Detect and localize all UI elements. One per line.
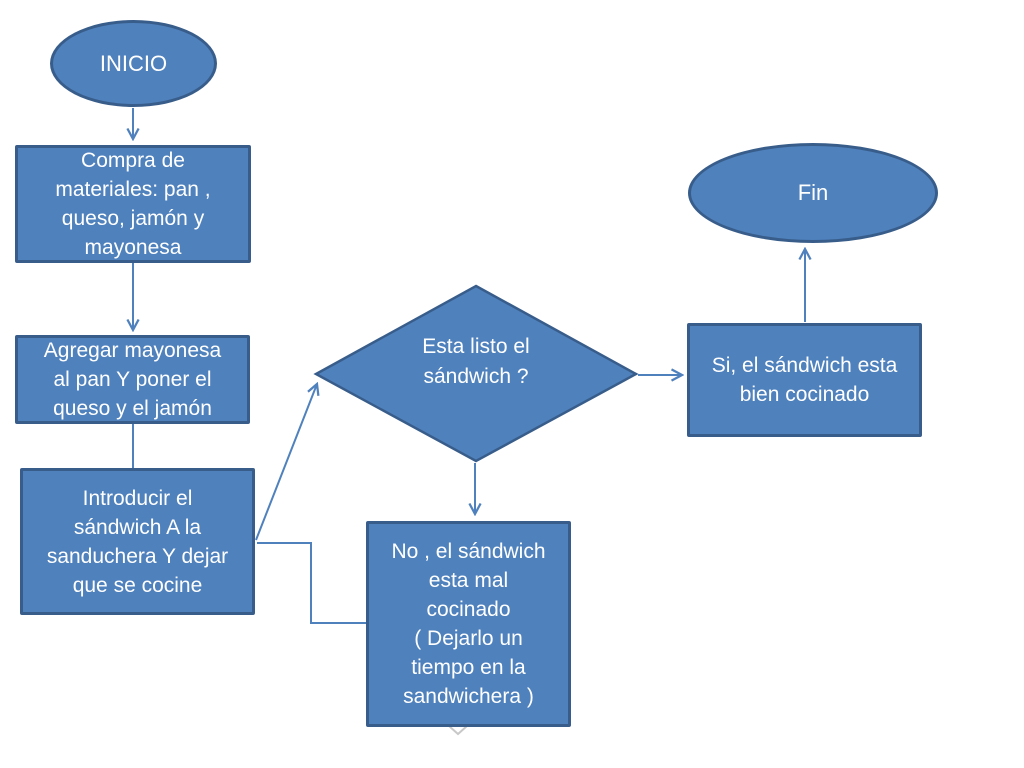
start-node: INICIO: [50, 20, 217, 107]
faint-arrowhead-mark: [448, 725, 468, 736]
add-mayo-label: Agregar mayonesa al pan Y poner el queso…: [43, 339, 222, 420]
yes-result-label: Si, el sándwich esta bien cocinado: [711, 354, 898, 406]
end-node-label: Fin: [797, 180, 829, 205]
start-node-label: INICIO: [99, 50, 168, 76]
edge-introducir-to-decision: [255, 384, 317, 541]
buy-materials-node: Compra de materiales: pan , queso, jamón…: [15, 145, 251, 263]
yes-result-node: Si, el sándwich esta bien cocinado: [687, 323, 922, 437]
insert-sandwich-label: Introducir el sándwich A la sanduchera Y…: [46, 486, 229, 597]
no-result-node: No , el sándwich esta mal cocinado ( Dej…: [366, 521, 571, 727]
insert-sandwich-node: Introducir el sándwich A la sanduchera Y…: [20, 468, 255, 615]
no-result-label: No , el sándwich esta mal cocinado ( Dej…: [391, 540, 546, 708]
edge-no-to-introducir: [257, 542, 366, 624]
end-node: Fin: [688, 143, 938, 243]
add-mayo-node: Agregar mayonesa al pan Y poner el queso…: [15, 335, 250, 424]
decision-node-label: Esta listo el sándwich ?: [422, 335, 530, 388]
buy-materials-label: Compra de materiales: pan , queso, jamón…: [55, 149, 211, 259]
decision-node-shape: [313, 284, 639, 463]
